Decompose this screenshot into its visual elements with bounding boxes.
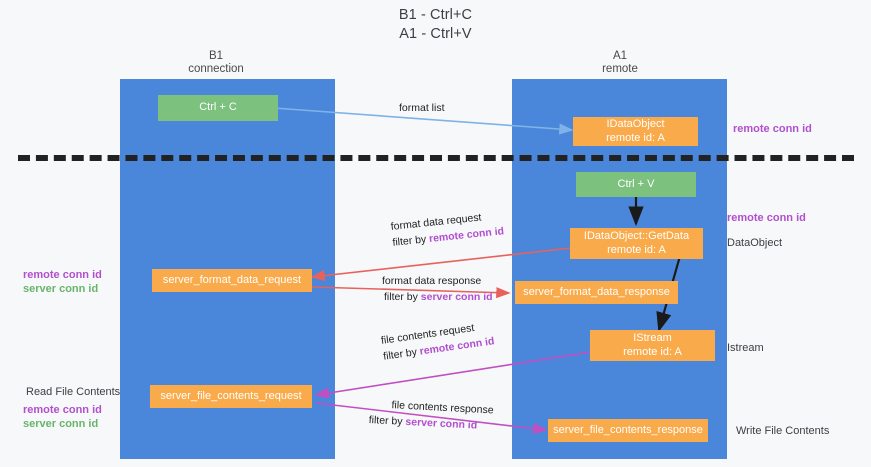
title-line-2: A1 - Ctrl+V bbox=[399, 26, 472, 42]
annotation-left-read-file-contents: Read File Contents bbox=[26, 386, 121, 398]
annotation-left-remote-conn-id-mid: remote conn id bbox=[23, 269, 102, 281]
column-header-b1-name: B1 bbox=[208, 50, 224, 62]
box-server-format-data-response[interactable]: server_format_data_response bbox=[515, 281, 678, 304]
box-server-file-contents-response[interactable]: server_file_contents_response bbox=[548, 419, 708, 442]
box-idataobject-getdata[interactable]: IDataObject::GetData remote id: A bbox=[570, 228, 703, 259]
box-ctrl-v-label: Ctrl + V bbox=[617, 177, 655, 190]
column-header-b1: B1 connection bbox=[136, 50, 296, 76]
edge-label-file-contents-response: file contents response filter by server … bbox=[368, 396, 494, 434]
edge-label-file-contents-request: file contents request filter by remote c… bbox=[380, 317, 495, 364]
edge-label-format-list: format list bbox=[399, 100, 445, 116]
filter-prefix: filter by bbox=[391, 233, 430, 249]
filter-key-server-conn-id: server conn id bbox=[405, 415, 478, 432]
box-server-format-data-request-label: server_format_data_request bbox=[162, 273, 302, 286]
annotation-right-dataobject: DataObject bbox=[727, 237, 783, 249]
column-header-a1: A1 remote bbox=[540, 50, 700, 76]
box-ctrl-c-label: Ctrl + C bbox=[199, 101, 237, 114]
box-ctrl-v[interactable]: Ctrl + V bbox=[576, 172, 696, 197]
box-idataobject-top[interactable]: IDataObject remote id: A bbox=[573, 117, 698, 146]
column-header-b1-sub: connection bbox=[188, 63, 244, 75]
annotation-right-remote-conn-id-top: remote conn id bbox=[733, 123, 812, 135]
box-idataobject-top-line2: remote id: A bbox=[606, 131, 665, 144]
box-istream-line1: IStream bbox=[633, 332, 672, 344]
box-server-format-data-request[interactable]: server_format_data_request bbox=[152, 269, 312, 292]
annotation-left-server-conn-id-mid: server conn id bbox=[23, 283, 99, 295]
box-idataobject-top-line1: IDataObject bbox=[606, 118, 665, 130]
column-header-a1-name: A1 bbox=[612, 50, 628, 62]
annotation-right-remote-conn-id-mid: remote conn id bbox=[727, 212, 806, 224]
box-istream-line2: remote id: A bbox=[623, 345, 682, 358]
annotation-left-server-conn-id-bottom: server conn id bbox=[23, 418, 99, 430]
edge-label-format-list-text: format list bbox=[399, 102, 445, 114]
edge-label-format-data-request: format data request filter by remote con… bbox=[390, 207, 505, 251]
box-server-file-contents-request-label: server_file_contents_request bbox=[160, 389, 302, 402]
annotation-right-write-file-contents: Write File Contents bbox=[736, 425, 830, 437]
box-server-file-contents-response-label: server_file_contents_response bbox=[553, 423, 703, 436]
box-ctrl-c[interactable]: Ctrl + C bbox=[158, 95, 278, 121]
phase-divider bbox=[18, 155, 854, 161]
box-istream[interactable]: IStream remote id: A bbox=[590, 330, 715, 361]
box-server-format-data-response-label: server_format_data_response bbox=[523, 285, 670, 298]
box-getdata-line1: IDataObject::GetData bbox=[583, 230, 690, 242]
title-line-1: B1 - Ctrl+C bbox=[398, 7, 473, 23]
column-header-a1-sub: remote bbox=[602, 63, 638, 75]
page-title: B1 - Ctrl+C A1 - Ctrl+V bbox=[0, 6, 871, 44]
filter-prefix: filter by bbox=[368, 413, 406, 428]
filter-prefix: filter by bbox=[382, 345, 421, 363]
box-server-file-contents-request[interactable]: server_file_contents_request bbox=[150, 385, 312, 408]
filter-key-server-conn-id: server conn id bbox=[420, 291, 493, 303]
edge-label-format-data-response-title: format data response bbox=[382, 275, 482, 287]
filter-prefix: filter by bbox=[384, 291, 421, 303]
edge-label-format-data-response: format data response filter by server co… bbox=[382, 273, 493, 305]
box-getdata-line2: remote id: A bbox=[607, 243, 666, 256]
annotation-left-remote-conn-id-bottom: remote conn id bbox=[23, 404, 102, 416]
annotation-right-istream: Istream bbox=[727, 342, 764, 354]
edge-label-format-data-response-filter: filter by server conn id bbox=[382, 289, 493, 305]
